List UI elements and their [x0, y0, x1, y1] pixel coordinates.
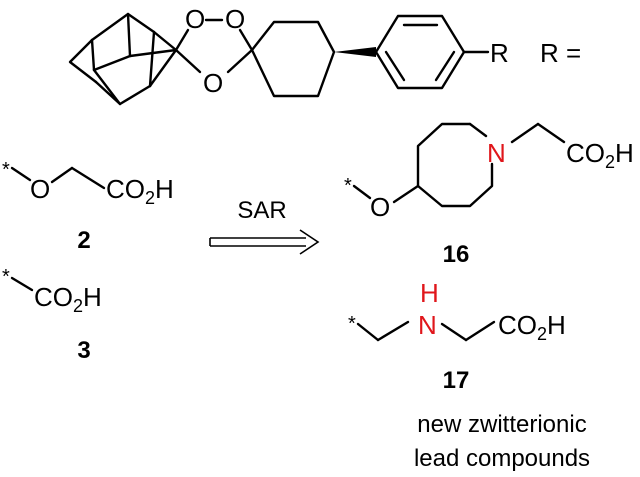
- compound-number: 17: [443, 367, 470, 394]
- r-equals-label: R =: [540, 38, 581, 68]
- trioxolane-ring: O O O: [174, 4, 254, 98]
- compound-2: * O CO2H 2: [2, 159, 174, 254]
- caption-line-1: new zwitterionic: [417, 411, 586, 438]
- phenyl-ring: [374, 14, 490, 90]
- cyclohexane-ring: [250, 20, 336, 98]
- attachment-star: *: [2, 266, 10, 288]
- attachment-star: *: [2, 159, 10, 181]
- co2h-group: CO2H: [106, 174, 174, 208]
- piperidine-nitrogen: N: [487, 138, 506, 168]
- ether-oxygen: O: [30, 174, 50, 204]
- sar-arrow: SAR: [209, 197, 320, 255]
- co2h-group: CO2H: [498, 310, 566, 344]
- peroxide-oxygen-2: O: [225, 4, 245, 34]
- ozonide-core-structure: O O O R R =: [68, 4, 581, 106]
- compound-3: * CO2H 3: [2, 266, 102, 364]
- compound-number: 3: [77, 337, 90, 364]
- amine-hydrogen: H: [420, 278, 439, 308]
- adamantane-cage: [68, 12, 178, 106]
- amine-nitrogen: N: [418, 310, 437, 340]
- ether-oxygen: O: [370, 192, 390, 222]
- co2h-group: CO2H: [34, 282, 102, 316]
- compound-16: * O N CO2H 16: [344, 122, 634, 268]
- co2h-group: CO2H: [566, 138, 634, 172]
- r-group-label: R: [490, 38, 509, 68]
- caption-line-2: lead compounds: [414, 445, 590, 472]
- attachment-star: *: [344, 175, 352, 197]
- attachment-star: *: [348, 313, 356, 335]
- compound-17: * H N CO2H 17: [348, 278, 566, 394]
- ring-oxygen: O: [203, 68, 223, 98]
- wedge-bond: [334, 47, 376, 57]
- peroxide-oxygen-1: O: [185, 4, 205, 34]
- compound-number: 2: [77, 227, 90, 254]
- compound-number: 16: [443, 241, 470, 268]
- sar-label: SAR: [237, 197, 286, 224]
